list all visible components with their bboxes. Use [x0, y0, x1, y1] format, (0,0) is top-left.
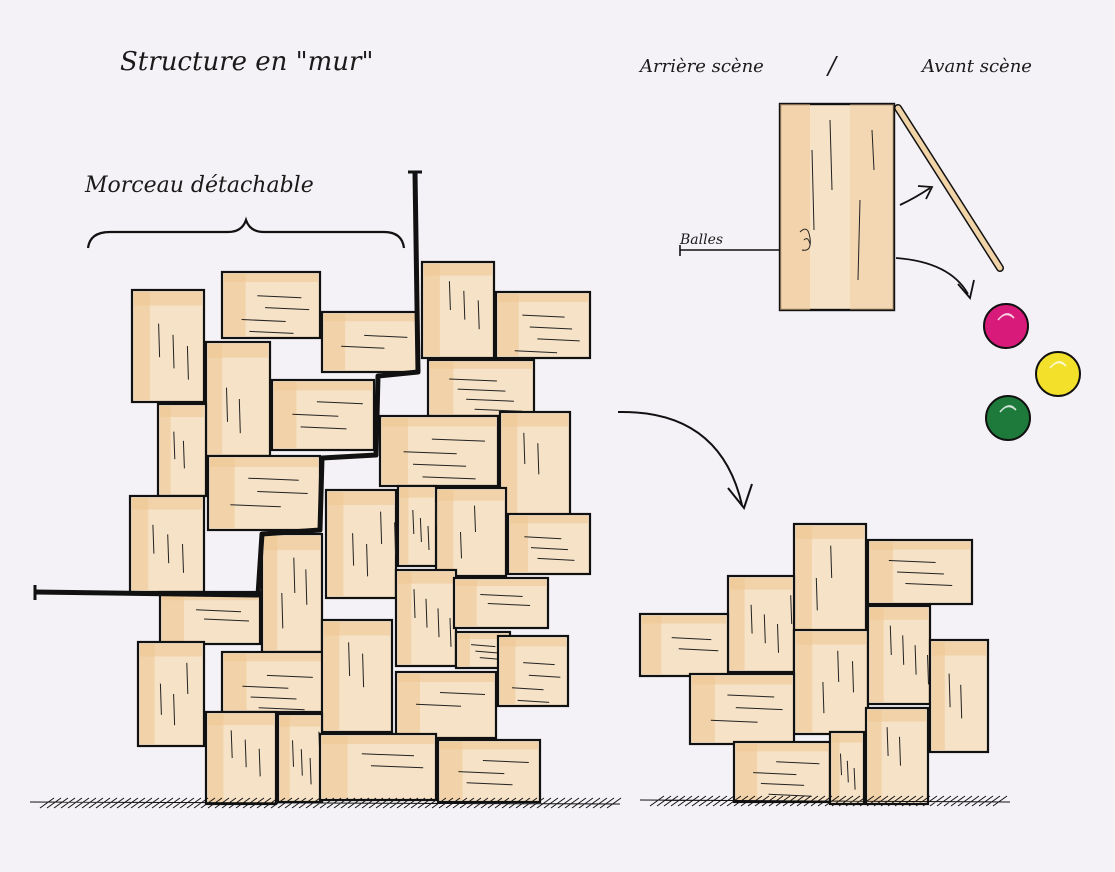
collapsed-block: [866, 708, 928, 804]
support-stick: [898, 108, 1000, 268]
wall-block: [438, 740, 540, 802]
collapsed-block: [868, 540, 972, 604]
wall-block: [222, 272, 320, 338]
wall-block: [398, 486, 437, 566]
wall-block: [138, 642, 204, 746]
wall-block: [158, 404, 206, 496]
wall-block: [498, 636, 568, 706]
collapsed-block: [728, 576, 794, 672]
wall-block: [160, 592, 260, 644]
wall-block: [222, 652, 324, 712]
wall-block: [380, 416, 498, 486]
wall-block: [436, 488, 506, 576]
wall-block: [396, 570, 456, 666]
wall-block: [454, 578, 548, 628]
front-scene-label: Avant scène: [920, 56, 1032, 77]
collapsed-block: [930, 640, 988, 752]
collapsed-block: [830, 732, 864, 804]
wall-block: [422, 262, 494, 358]
title-text: Structure en "mur": [120, 47, 373, 77]
wall-block: [396, 672, 496, 738]
collapsed-block: [734, 742, 830, 802]
collapsed-block: [690, 674, 794, 744]
collapsed-block: [868, 606, 930, 704]
collapsed-block: [794, 524, 866, 632]
wall-block: [508, 514, 590, 574]
ball: [986, 396, 1030, 440]
balls-arrow: [896, 258, 968, 294]
detachable-label: Morceau détachable: [84, 173, 314, 198]
wall-block: [132, 290, 204, 402]
wall-block: [206, 712, 276, 804]
backstage-board: [780, 104, 894, 310]
collapsed-block: [640, 614, 728, 676]
wall-block: [428, 360, 534, 416]
wall-block: [500, 412, 570, 516]
ball: [984, 304, 1028, 348]
ball: [1036, 352, 1080, 396]
balls-label: Balles: [679, 232, 723, 248]
wall-block: [326, 490, 396, 598]
wall-block: [496, 292, 590, 358]
wall-block: [322, 620, 392, 732]
scene-separator: /: [826, 52, 839, 80]
wall-block: [262, 534, 322, 652]
collapse-arrow: [618, 412, 742, 505]
wall-block: [208, 456, 320, 530]
collapsed-block: [794, 630, 868, 734]
back-scene-label: Arrière scène: [638, 56, 764, 77]
balls-group: [984, 304, 1080, 440]
wall-block: [322, 312, 418, 372]
collapsed-structure: [640, 524, 988, 804]
detachable-brace: [88, 220, 404, 248]
wall-block: [320, 734, 436, 800]
stick-arrow: [900, 188, 930, 205]
wall-block: [278, 714, 322, 802]
left-wall-structure: [130, 262, 590, 804]
wall-block: [206, 342, 270, 456]
wall-block: [130, 496, 204, 592]
wall-block: [272, 380, 374, 450]
